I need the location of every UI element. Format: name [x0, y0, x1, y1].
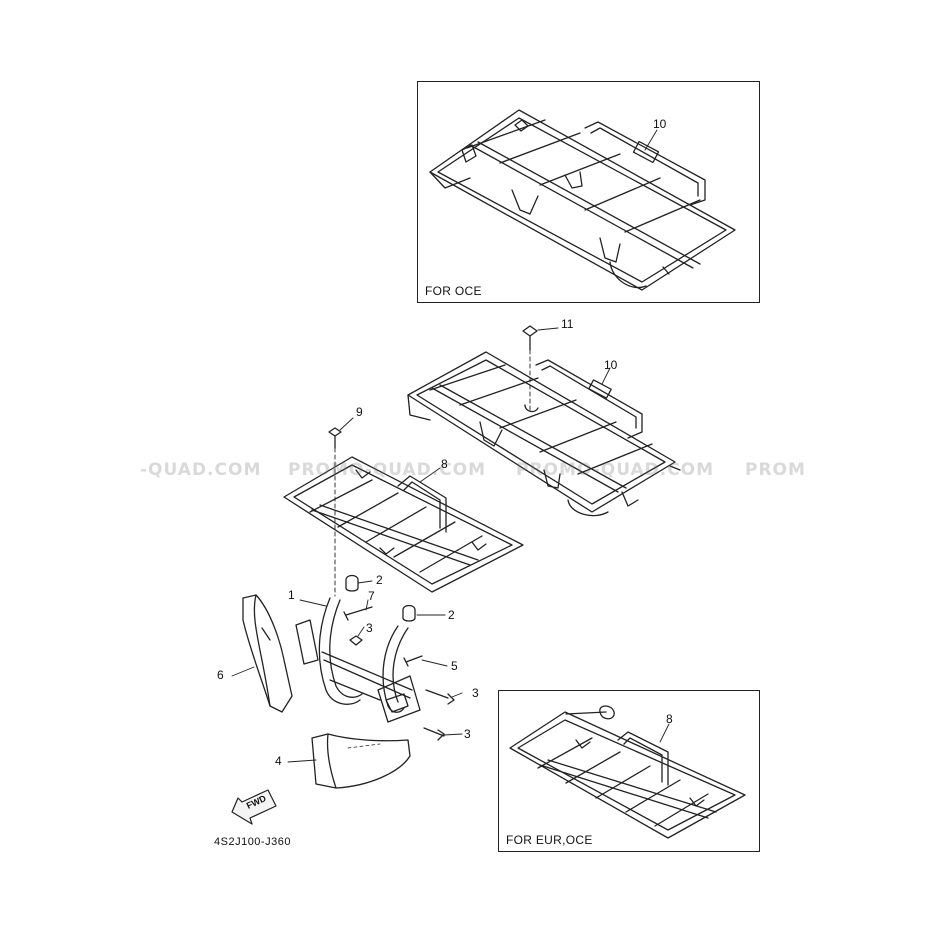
front-guard-art: [242, 574, 455, 789]
watermark-4: PROM: [745, 460, 806, 480]
callout-5: 5: [451, 659, 458, 673]
callout-2-lower: 2: [448, 608, 455, 622]
callout-9: 9: [356, 405, 363, 419]
rear-rack-art: [407, 351, 681, 517]
callout-3-upper: 3: [366, 621, 373, 635]
callout-11: 11: [561, 317, 574, 331]
callout-3-middle: 3: [472, 686, 479, 700]
inset-label-oce: FOR OCE: [425, 284, 482, 298]
watermark-1: -QUAD.COM: [140, 460, 262, 480]
callout-3-lower: 3: [464, 727, 471, 741]
inset-label-eur-oce: FOR EUR,OCE: [506, 833, 593, 847]
bolt-9-art: [328, 427, 342, 597]
callout-10-oce: 10: [653, 117, 667, 131]
front-rack-art: [283, 456, 524, 593]
inset-oce-rear-rack-art: [429, 109, 736, 291]
callout-8: 8: [441, 457, 448, 471]
watermark-2: PROMO-QUAD.COM: [288, 460, 487, 480]
callout-4: 4: [275, 754, 282, 768]
callout-7: 7: [368, 589, 375, 603]
diagram-code: 4S2J100-J360: [214, 836, 291, 848]
bolt-11-art: [522, 325, 538, 413]
callout-2-upper: 2: [376, 573, 383, 587]
inset-box-eur-oce: FOR EUR,OCE: [498, 690, 760, 852]
watermark-3: PROMO-QUAD.COM: [516, 460, 715, 480]
callout-8-eur: 8: [666, 712, 673, 726]
leader-lines: [231, 129, 670, 763]
callout-6: 6: [217, 668, 224, 682]
callout-1: 1: [288, 588, 295, 602]
fwd-arrow-icon: [231, 789, 277, 825]
callout-10: 10: [604, 358, 618, 372]
inset-box-oce: FOR OCE: [417, 81, 760, 303]
inset-eur-front-rack-art: [509, 705, 746, 839]
